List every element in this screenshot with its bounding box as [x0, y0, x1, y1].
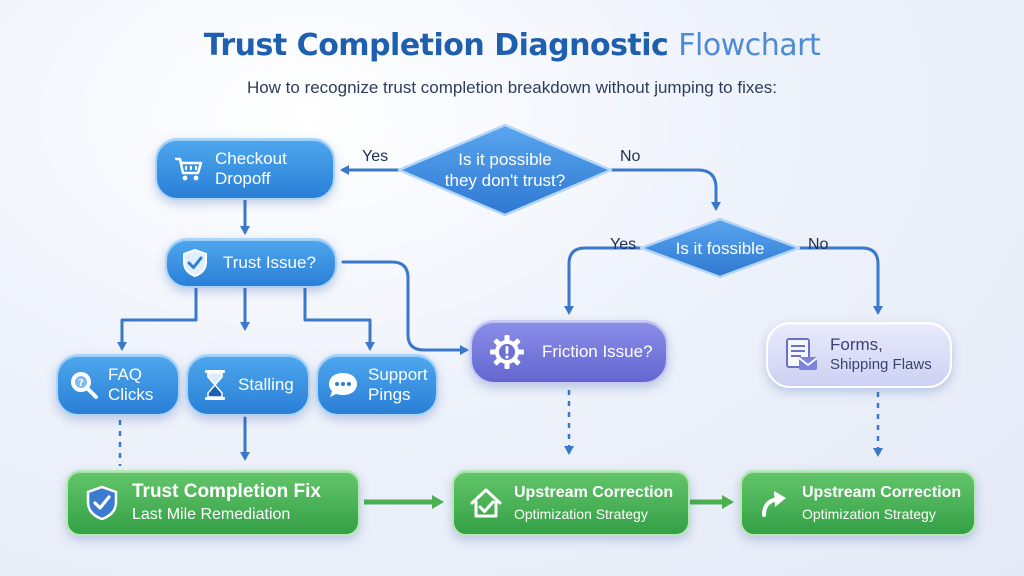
edge-d1-no: [610, 168, 721, 211]
node-stalling[interactable]: Stalling: [186, 354, 310, 416]
node-upstream-correction-1[interactable]: Upstream Correction Optimization Strateg…: [452, 470, 690, 536]
friction-issue-label: Friction Issue?: [542, 342, 653, 361]
fix1-title: Trust Completion Fix: [132, 481, 321, 502]
edge-d2-yes: [564, 246, 642, 315]
label-d2-yes: Yes: [610, 236, 637, 253]
shield-check-icon: [82, 483, 122, 523]
edge-trust-friction: [341, 260, 469, 355]
magnifier-icon: ?: [68, 369, 100, 401]
forms-label-line1: Forms,: [830, 335, 883, 354]
decision-fossible[interactable]: Is it fossible: [638, 216, 802, 280]
form-document-icon: [782, 335, 820, 375]
upward-arrow-icon: [754, 483, 794, 523]
decision-2-label: Is it fossible: [675, 238, 765, 258]
checkout-dropoff-label: Checkout Dropoff: [215, 149, 287, 188]
faq-clicks-label: FAQ Clicks: [108, 365, 154, 404]
svg-text:?: ?: [78, 378, 84, 389]
stalling-label: Stalling: [238, 375, 294, 394]
label-d2-no: No: [808, 236, 829, 253]
forms-label-line2: Shipping Flaws: [830, 356, 932, 373]
shield-check-icon: [179, 247, 211, 279]
gear-alert-icon: [488, 333, 526, 371]
edge-trust-faq: [117, 286, 198, 351]
fix1-subtitle: Last Mile Remediation: [132, 506, 291, 523]
fix3-subtitle: Optimization Strategy: [802, 506, 936, 522]
shopping-cart-icon: [171, 152, 205, 186]
node-faq-clicks[interactable]: ? FAQ Clicks: [56, 354, 180, 416]
trust-issue-label: Trust Issue?: [223, 253, 316, 272]
fix3-title: Upstream Correction: [802, 484, 962, 501]
label-d1-no: No: [620, 148, 641, 165]
chat-bubble-icon: [326, 369, 360, 401]
node-checkout-dropoff[interactable]: Checkout Dropoff: [155, 138, 335, 200]
decision-1-line1: Is it possible: [458, 150, 552, 169]
edge-trust-support: [303, 286, 375, 351]
page-title: Trust Completion Diagnostic Flowchart: [0, 28, 1024, 63]
page-subtitle: How to recognize trust completion breakd…: [246, 78, 778, 97]
fix2-subtitle: Optimization Strategy: [514, 506, 648, 522]
hourglass-icon: [202, 368, 228, 402]
node-forms-shipping[interactable]: Forms, Shipping Flaws: [766, 322, 952, 388]
node-trust-completion-fix[interactable]: Trust Completion Fix Last Mile Remediati…: [66, 470, 360, 536]
node-upstream-correction-2[interactable]: Upstream Correction Optimization Strateg…: [740, 470, 976, 536]
edge-d2-no: [798, 246, 883, 315]
label-d1-yes: Yes: [362, 148, 389, 165]
decision-1-line2: they don't trust?: [444, 171, 566, 190]
decision-trust-possible[interactable]: Is it possible they don't trust?: [396, 122, 614, 218]
house-check-icon: [466, 483, 506, 523]
title-light: Flowchart: [678, 28, 821, 63]
node-trust-issue[interactable]: Trust Issue?: [165, 238, 337, 288]
title-strong: Trust Completion Diagnostic: [203, 28, 669, 63]
support-pings-label: Support Pings: [368, 365, 428, 404]
fix2-title: Upstream Correction: [514, 484, 674, 501]
node-support-pings[interactable]: Support Pings: [316, 354, 438, 416]
node-friction-issue[interactable]: Friction Issue?: [470, 320, 668, 384]
